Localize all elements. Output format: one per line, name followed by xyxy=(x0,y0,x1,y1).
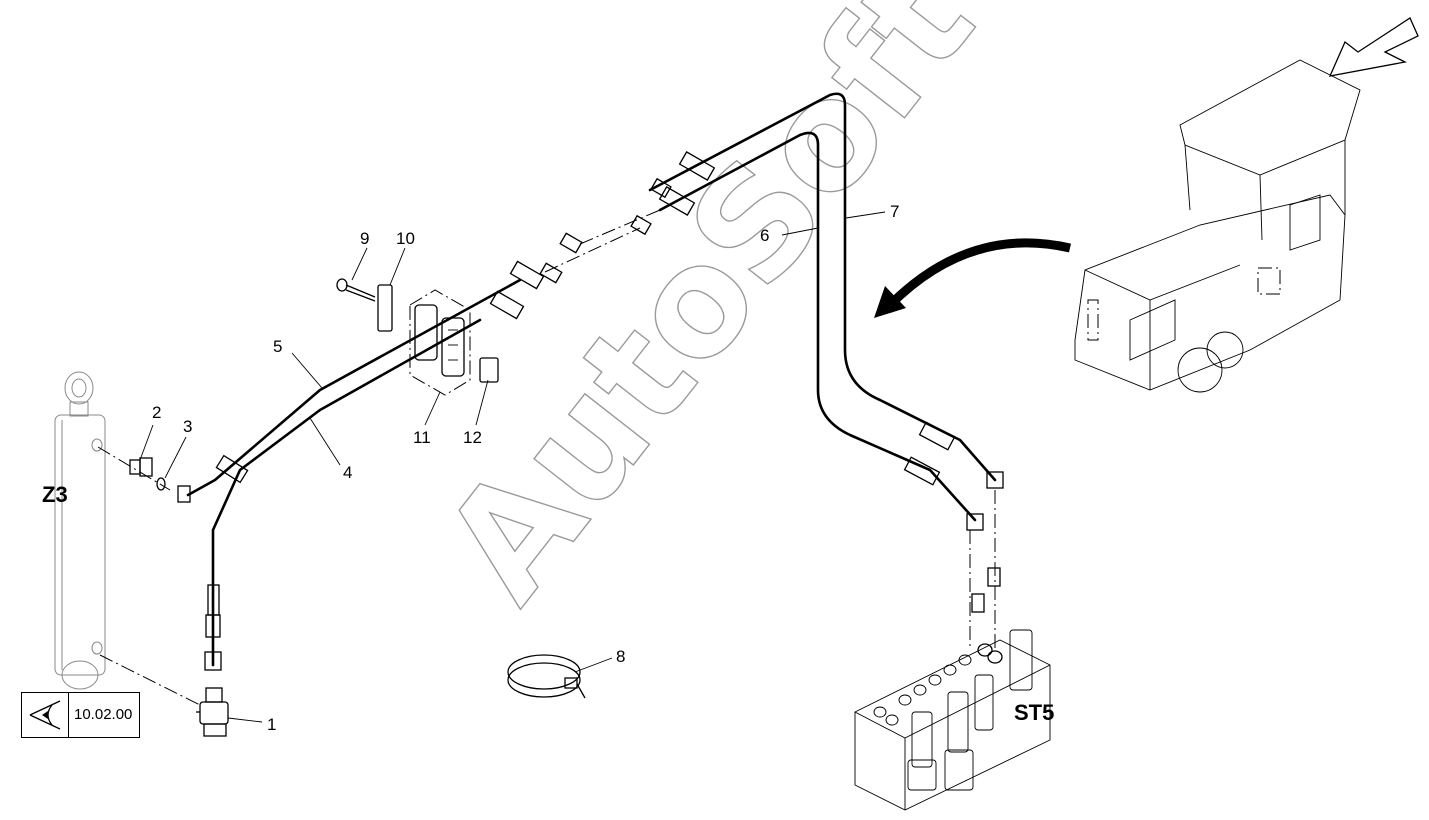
callout-1: 1 xyxy=(267,715,276,734)
callout-5: 5 xyxy=(273,337,282,356)
hose-6 xyxy=(658,131,977,522)
hose-7 xyxy=(648,92,997,482)
callout-11: 11 xyxy=(413,428,431,447)
plate-10 xyxy=(377,284,393,332)
leader-lines xyxy=(139,211,886,723)
clamp-11 xyxy=(409,289,471,396)
fitting-2 xyxy=(129,457,153,477)
callout-7: 7 xyxy=(890,202,899,221)
callout-9: 9 xyxy=(360,229,369,248)
callout-2: 2 xyxy=(152,403,161,422)
hose-sleeves xyxy=(177,151,1004,671)
bolt-9 xyxy=(336,278,376,302)
hose-4 xyxy=(211,318,482,667)
fitting-elbow-1 xyxy=(196,687,229,737)
paver-overview xyxy=(1074,59,1361,393)
callout-10: 10 xyxy=(396,229,415,248)
location-arrow xyxy=(874,238,1072,318)
callout-8: 8 xyxy=(616,647,625,666)
cable-tie-8 xyxy=(507,654,586,699)
label-st5: ST5 xyxy=(1014,700,1054,725)
hydraulic-cylinder-z3 xyxy=(54,371,106,690)
valve-block-st5 xyxy=(854,629,1051,811)
eye-view-icon xyxy=(22,693,69,737)
callout-12: 12 xyxy=(463,428,482,447)
label-z3: Z3 xyxy=(42,482,68,507)
watermark-text: AutoSoft xyxy=(411,0,1007,632)
seal-ring-3 xyxy=(156,477,166,491)
callout-3: 3 xyxy=(183,417,192,436)
hose-5 xyxy=(186,278,522,497)
reference-page-number[interactable]: 10.02.00 xyxy=(74,706,133,723)
view-direction-arrow xyxy=(1328,17,1419,77)
alignment-lines xyxy=(97,209,996,706)
callout-6: 6 xyxy=(760,226,769,245)
callout-4: 4 xyxy=(343,463,352,482)
plate-12 xyxy=(479,357,499,383)
page-reference-box[interactable]: 10.02.00 xyxy=(21,692,140,738)
